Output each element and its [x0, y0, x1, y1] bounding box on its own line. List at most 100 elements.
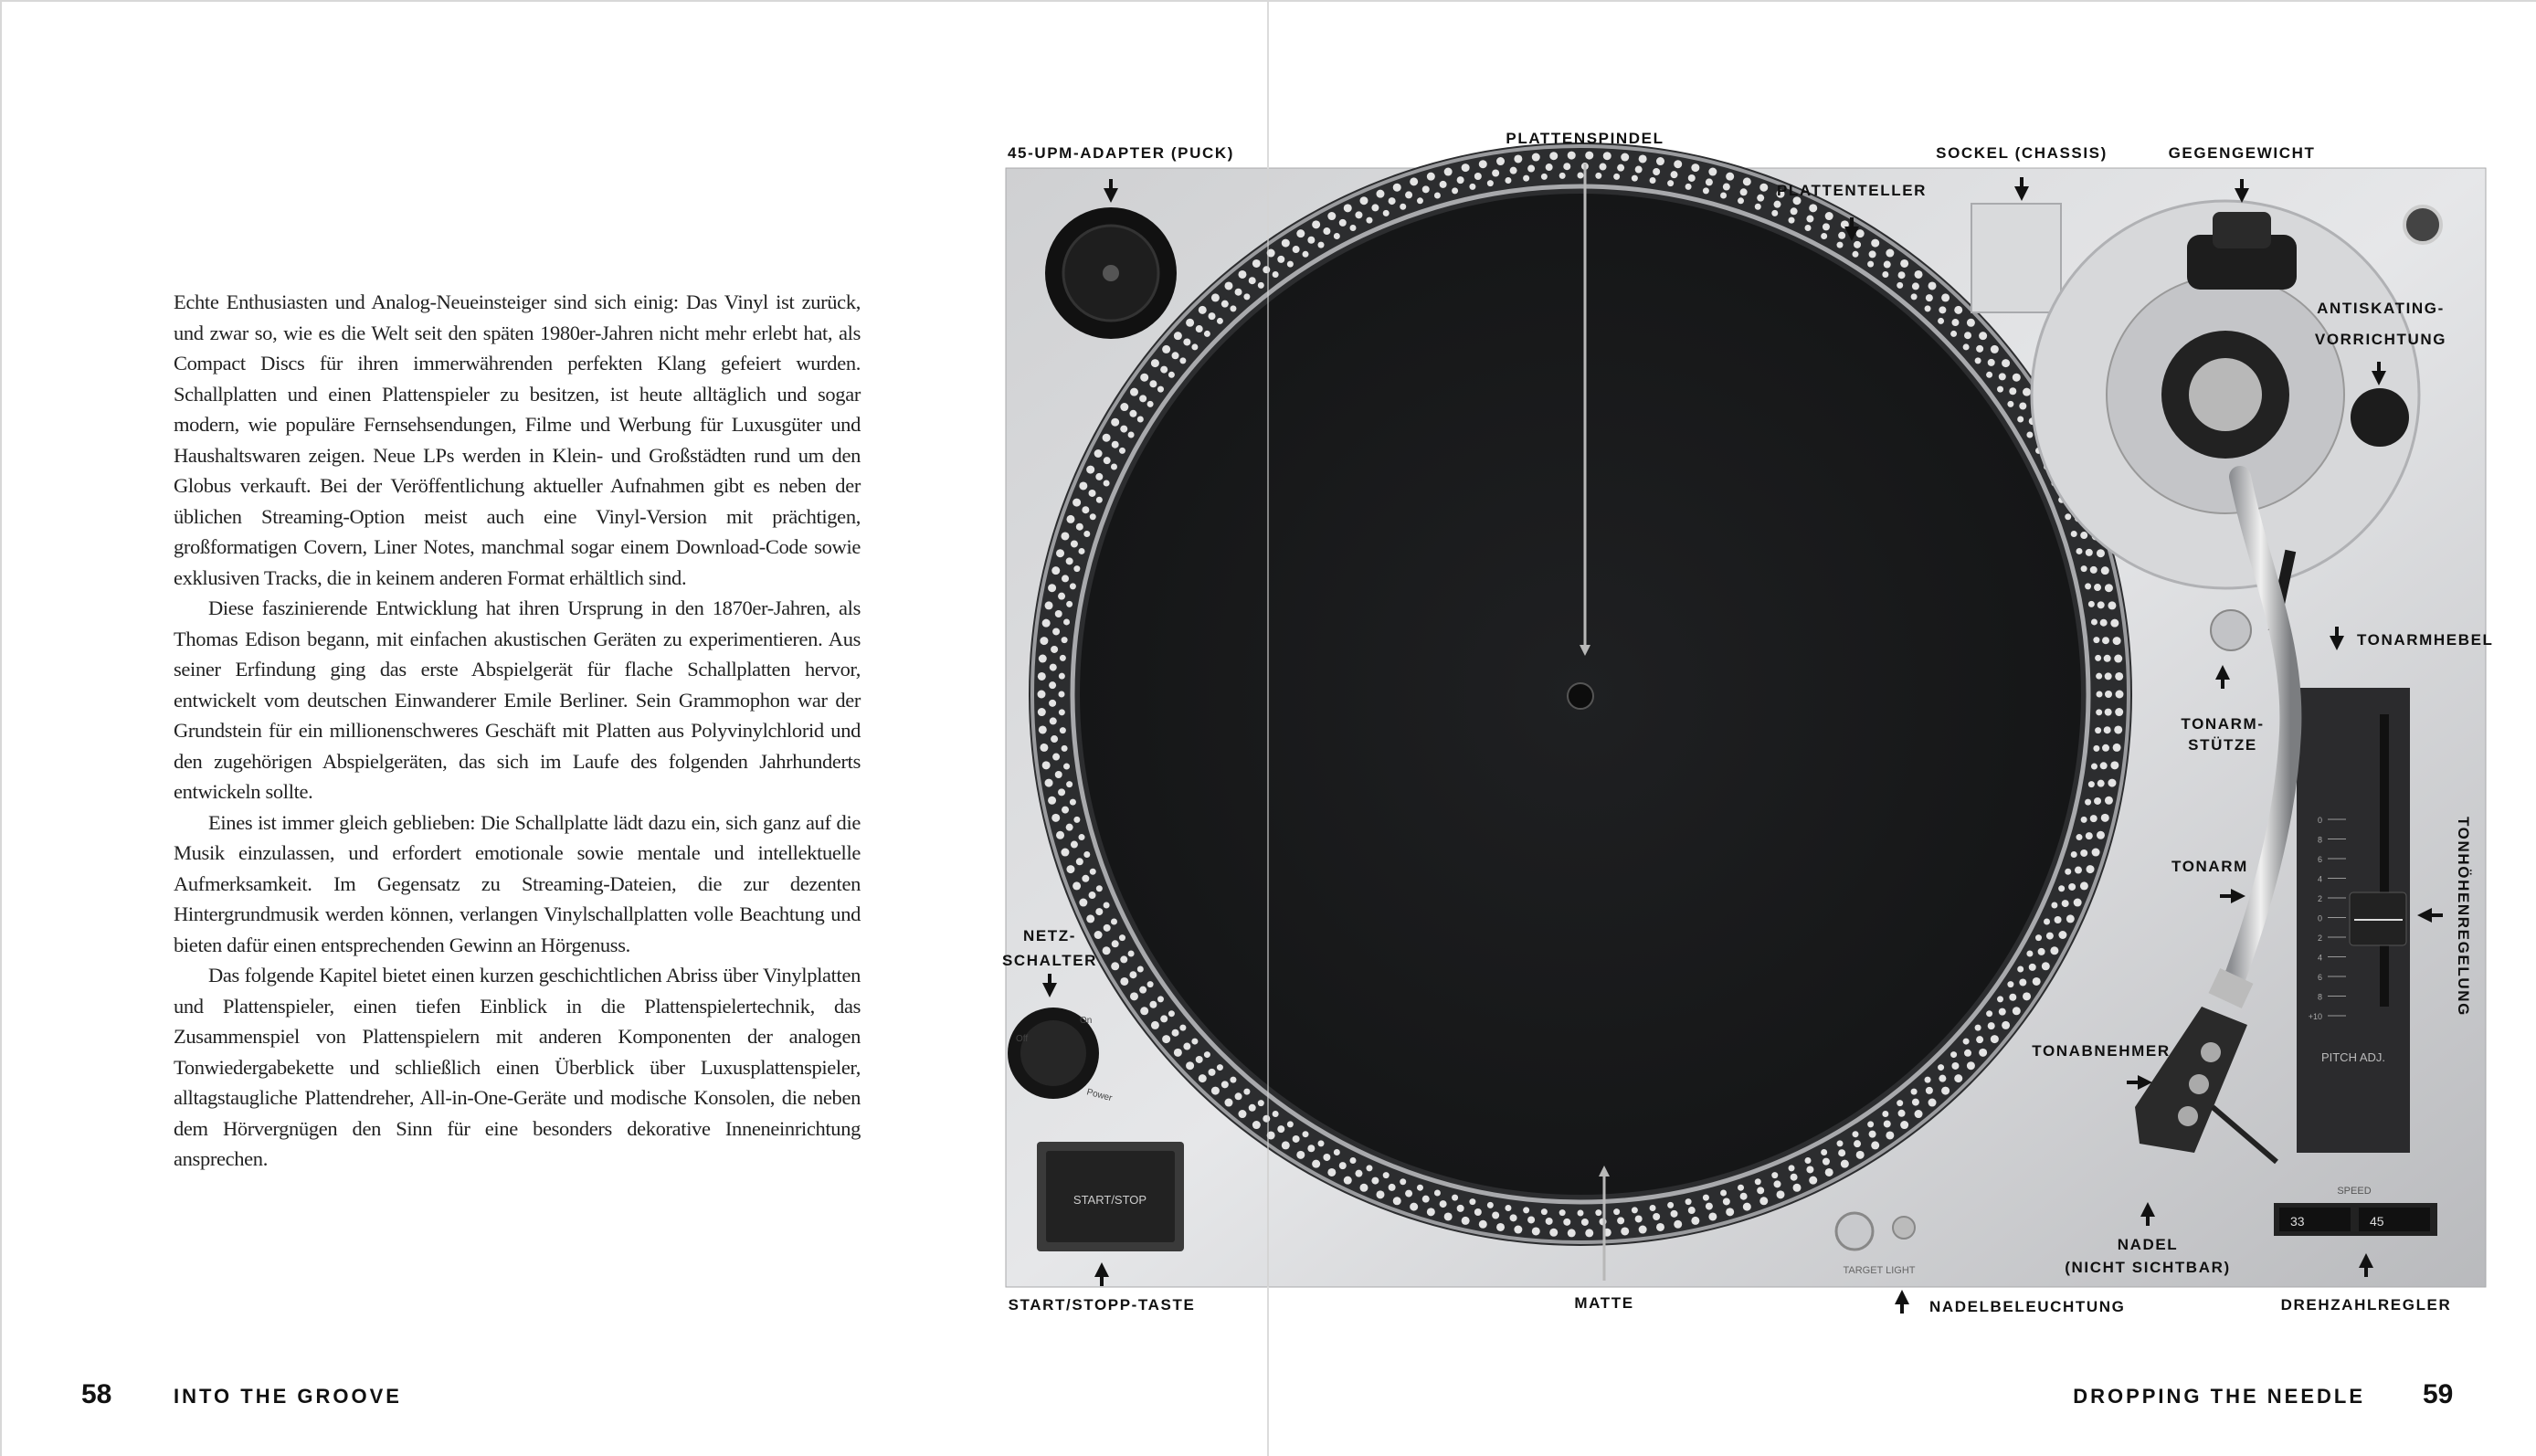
- strobe-dot: [2050, 946, 2059, 955]
- strobe-dot: [2102, 744, 2110, 752]
- strobe-dot: [2019, 402, 2027, 410]
- strobe-dot: [1150, 1020, 1159, 1029]
- strobe-dot: [1070, 540, 1078, 548]
- strobe-dot: [1307, 236, 1316, 244]
- strobe-dot: [1649, 177, 1656, 185]
- strobe-dot: [1559, 172, 1566, 179]
- strobe-dot: [1129, 409, 1137, 417]
- strobe-dot: [1705, 1202, 1713, 1210]
- strobe-dot: [1687, 1207, 1696, 1215]
- strobe-dot: [1073, 498, 1082, 507]
- strobe-dot: [1928, 1098, 1937, 1107]
- strobe-dot: [2104, 708, 2112, 716]
- strobe-dot: [1338, 1162, 1347, 1170]
- strobe-dot: [2096, 709, 2103, 716]
- strobe-dot: [1168, 1010, 1175, 1018]
- strobe-dot: [1939, 1074, 1947, 1082]
- strobe-dot: [2065, 868, 2072, 875]
- strobe-dot: [1617, 1217, 1625, 1225]
- strobe-dot: [2080, 849, 2088, 857]
- strobe-dot: [2041, 962, 2050, 971]
- strobe-dot: [1103, 480, 1110, 487]
- strobe-dot: [1941, 293, 1950, 302]
- strobe-dot: [1938, 317, 1945, 324]
- strobe-dot: [1171, 1029, 1179, 1037]
- strobe-dot: [1685, 1198, 1692, 1206]
- strobe-dot: [2026, 431, 2034, 438]
- strobe-dot: [1238, 1110, 1247, 1119]
- strobe-dot: [1771, 209, 1779, 216]
- strobe-dot: [1049, 663, 1057, 671]
- strobe-dot: [1452, 187, 1459, 195]
- strobe-dot: [1585, 1229, 1594, 1238]
- strobe-dot: [1941, 1086, 1950, 1095]
- label-antiskating-1: ANTISKATING-: [2317, 300, 2445, 317]
- strobe-dot: [1613, 173, 1621, 180]
- strobe-dot: [1366, 1165, 1373, 1172]
- strobe-dot: [2110, 761, 2119, 770]
- strobe-dot: [1840, 1159, 1849, 1168]
- strobe-dot: [1790, 1173, 1798, 1181]
- paragraph: Eines ist immer gleich geblieben: Die Sc…: [174, 810, 861, 956]
- strobe-dot: [2076, 547, 2083, 554]
- strobe-dot: [1667, 180, 1675, 187]
- strobe-dot: [1089, 513, 1096, 521]
- strobe-dot: [1272, 1111, 1279, 1118]
- strobe-dot: [2089, 565, 2097, 574]
- strobe-dot: [1708, 1212, 1717, 1221]
- speed-45-button: [2359, 1208, 2430, 1231]
- strobe-dot: [2114, 654, 2123, 663]
- strobe-dot: [1052, 753, 1061, 761]
- strobe-dot: [1292, 246, 1300, 254]
- strobe-dot: [2058, 930, 2067, 939]
- strobe-dot: [1549, 1228, 1559, 1237]
- strobe-dot: [1954, 1074, 1963, 1083]
- strobe-dot: [1216, 1064, 1223, 1071]
- running-head-left: INTO THE GROOVE: [174, 1385, 402, 1408]
- strobe-dot: [1939, 306, 1947, 314]
- strobe-dot: [1653, 1212, 1661, 1220]
- strobe-dot: [1059, 727, 1066, 734]
- strobe-dot: [1509, 1214, 1517, 1222]
- strobe-dot: [1836, 241, 1844, 248]
- strobe-dot: [1110, 918, 1117, 925]
- strobe-dot: [1883, 260, 1891, 269]
- strobe-dot: [1359, 1183, 1368, 1192]
- pitch-scale-label: 6: [2318, 855, 2322, 864]
- strobe-dot: [1595, 1209, 1602, 1217]
- tonearm: [2220, 466, 2302, 999]
- strobe-dot: [1439, 180, 1447, 188]
- strobe-dot: [2009, 993, 2017, 1001]
- strobe-dot: [1416, 1184, 1423, 1191]
- strobe-dot: [1371, 1176, 1379, 1185]
- strobe-dot: [1910, 293, 1918, 301]
- strobe-dot: [1821, 232, 1828, 239]
- counterweight: [2187, 235, 2297, 290]
- strobe-dot: [1527, 164, 1536, 173]
- strobe-dot: [1739, 188, 1748, 196]
- strobe-dot: [1928, 281, 1937, 290]
- strobe-dot: [1102, 946, 1111, 955]
- page-number-right: 59: [2423, 1379, 2454, 1409]
- strobe-dot: [1073, 816, 1081, 823]
- strobe-dot: [1186, 1061, 1195, 1071]
- pitch-scale-label: 4: [2318, 875, 2322, 884]
- strobe-dot: [1073, 565, 1081, 573]
- strobe-dot: [1079, 481, 1088, 491]
- strobe-dot: [1248, 277, 1256, 285]
- strobe-dot: [1674, 160, 1683, 169]
- strobe-dot: [1160, 1015, 1168, 1023]
- strobe-dot: [1998, 1008, 2006, 1016]
- strobe-dot: [1838, 231, 1846, 239]
- callout-lines-light: [1580, 164, 1610, 1281]
- label-platter: PLATTENTELLER: [1776, 182, 1928, 199]
- strobe-dot: [1173, 1048, 1182, 1057]
- svg-text:33: 33: [2290, 1214, 2305, 1229]
- strobe-dot: [1867, 1121, 1875, 1128]
- strobe-dot: [1208, 1068, 1216, 1076]
- strobe-dot: [1063, 763, 1071, 770]
- arm-rest: [2210, 609, 2252, 651]
- strobe-dot: [1359, 196, 1368, 206]
- strobe-dot: [1505, 177, 1512, 185]
- strobe-dot: [1146, 400, 1154, 407]
